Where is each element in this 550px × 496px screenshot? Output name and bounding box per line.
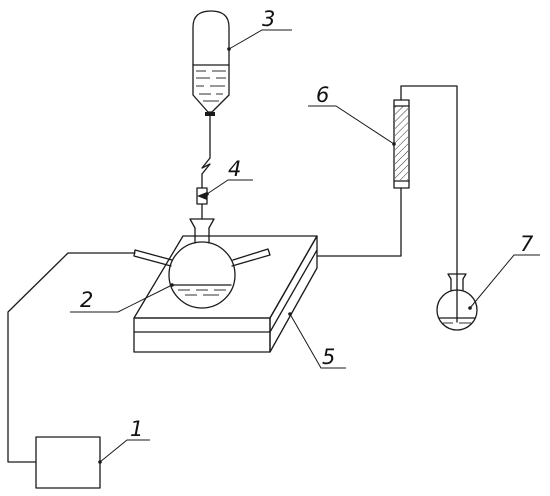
- label-6: 6: [316, 83, 329, 107]
- label-7: 7: [520, 232, 534, 256]
- dropping-funnel: [192, 10, 230, 116]
- receiver-flask: [436, 273, 478, 331]
- condenser-column: [393, 99, 410, 189]
- leader-lines: [70, 29, 540, 464]
- label-5: 5: [322, 345, 335, 369]
- stopcock-valve: [196, 187, 208, 220]
- label-1: 1: [130, 417, 143, 441]
- power-cable: [7, 252, 136, 463]
- heating-plate: [133, 235, 318, 353]
- reaction-flask: [133, 218, 271, 309]
- feed-line: [201, 115, 211, 189]
- label-3: 3: [262, 7, 275, 31]
- power-source-unit: [35, 436, 101, 489]
- distillate-line: [400, 85, 458, 289]
- label-2: 2: [80, 288, 93, 312]
- vapor-tube: [316, 187, 402, 257]
- label-4: 4: [228, 157, 241, 181]
